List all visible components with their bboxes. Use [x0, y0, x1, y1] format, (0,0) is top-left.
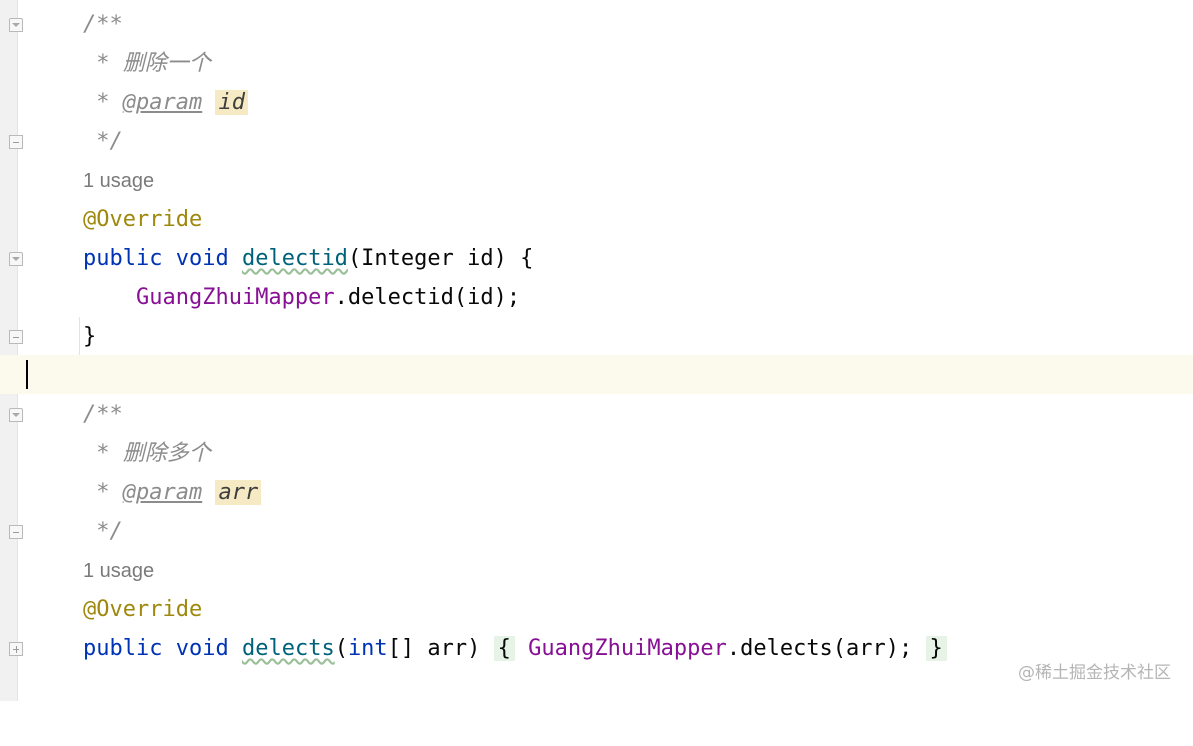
code-line: 1 usage	[0, 551, 1193, 590]
code-line: 1 usage	[0, 161, 1193, 200]
doc-param-tag: @param	[122, 480, 203, 505]
code-line[interactable]: GuangZhuiMapper.delectid(id);	[0, 278, 1193, 356]
keyword: int	[347, 636, 388, 661]
watermark: @稀土掘金技术社区	[1018, 663, 1171, 683]
indent-guide	[79, 317, 80, 356]
field-reference[interactable]: GuangZhuiMapper	[135, 285, 335, 310]
fold-end-icon[interactable]	[9, 330, 23, 344]
closing-brace: }	[83, 324, 97, 349]
doc-param-name: id	[215, 90, 248, 115]
code-line[interactable]: * 删除一个	[0, 44, 1193, 83]
code-line[interactable]: @Override	[0, 200, 1193, 239]
doc-param-name: arr	[215, 480, 262, 505]
keyword: void	[175, 636, 229, 661]
code-line[interactable]: */	[0, 122, 1193, 161]
annotation: @Override	[83, 207, 203, 232]
code-line[interactable]: @Override	[0, 590, 1193, 629]
usage-hint[interactable]: 1 usage	[83, 170, 155, 192]
field-reference[interactable]: GuangZhuiMapper	[528, 636, 727, 661]
fold-expand-icon[interactable]	[9, 642, 23, 656]
keyword: public	[83, 246, 163, 271]
code-line[interactable]: * 删除多个	[0, 434, 1193, 473]
fold-start-icon[interactable]	[9, 18, 23, 32]
method-name[interactable]: delects	[241, 636, 335, 661]
fold-end-icon[interactable]	[9, 525, 23, 539]
doc-comment-close: */	[96, 129, 123, 154]
doc-comment-text: * 删除多个	[96, 441, 211, 466]
paren-open: (	[334, 636, 348, 661]
doc-comment-close: */	[96, 519, 123, 544]
method-signature: [] arr)	[387, 636, 481, 661]
folded-brace-open[interactable]: {	[493, 636, 515, 661]
method-name[interactable]: delectid	[241, 246, 348, 271]
doc-comment-open: /**	[83, 402, 123, 427]
code-line[interactable]: public void delectid(Integer id) {	[0, 239, 1193, 278]
code-line[interactable]: }	[0, 317, 1193, 356]
method-call: .delects(arr);	[726, 636, 913, 661]
folded-brace-close[interactable]: }	[925, 636, 947, 661]
doc-comment-star: *	[96, 90, 123, 115]
code-line[interactable]: /**	[0, 395, 1193, 434]
keyword: void	[175, 246, 229, 271]
code-line[interactable]: /**	[0, 5, 1193, 44]
fold-start-icon[interactable]	[9, 252, 23, 266]
fold-start-icon[interactable]	[9, 408, 23, 422]
current-line[interactable]	[0, 355, 1193, 394]
code-line[interactable]: */	[0, 512, 1193, 551]
fold-end-icon[interactable]	[9, 135, 23, 149]
usage-hint[interactable]: 1 usage	[83, 560, 155, 582]
method-call: .delectid(id);	[334, 285, 521, 310]
annotation: @Override	[83, 597, 203, 622]
doc-comment-star: *	[96, 480, 123, 505]
text-caret	[26, 360, 28, 389]
code-line[interactable]: public void delects(int[] arr) { GuangZh…	[0, 629, 1193, 668]
doc-param-tag: @param	[122, 90, 203, 115]
doc-comment-open: /**	[83, 12, 123, 37]
keyword: public	[83, 636, 163, 661]
doc-comment-text: * 删除一个	[96, 51, 211, 76]
code-line[interactable]: * @param id	[0, 83, 1193, 122]
code-line[interactable]: * @param arr	[0, 473, 1193, 512]
method-signature: (Integer id) {	[347, 246, 534, 271]
